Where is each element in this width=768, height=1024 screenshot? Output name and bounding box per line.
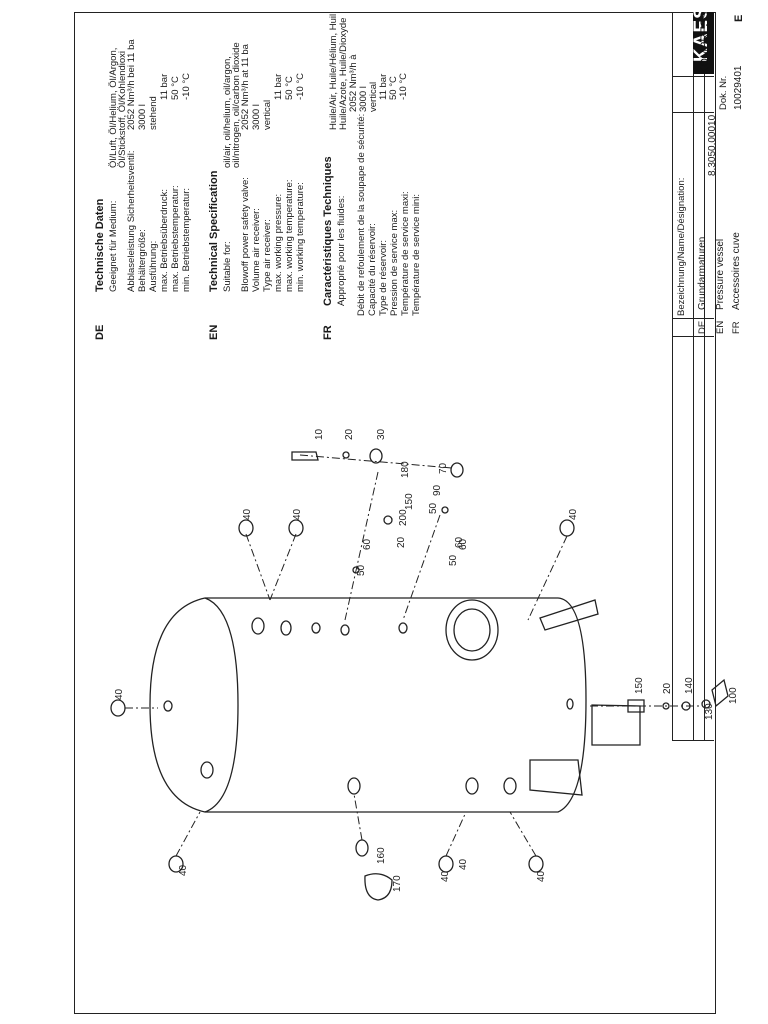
- callout-40-top: 40: [114, 688, 125, 700]
- callout-40-bottom-3: 40: [536, 870, 547, 882]
- fitting-top-1: [342, 451, 350, 459]
- port-f: [200, 761, 214, 779]
- callout-100: 100: [728, 687, 739, 704]
- leg-3: [529, 759, 583, 796]
- ball-valve: [364, 873, 393, 901]
- leg-2: [591, 704, 641, 746]
- callout-90: 90: [432, 484, 443, 496]
- plug-left-2: [288, 519, 304, 537]
- port-e: [398, 622, 408, 634]
- fitting-mid-1: [383, 515, 393, 525]
- leg-1: [539, 599, 599, 631]
- callout-40-left-1: 40: [242, 508, 253, 520]
- plug-bottom-3: [528, 855, 544, 873]
- title-block-col-2: [704, 12, 705, 740]
- callout-40-bottom-4: 40: [458, 858, 469, 870]
- callout-200: 200: [398, 509, 409, 526]
- callout-180: 180: [400, 461, 411, 478]
- callout-40-right: 40: [568, 508, 579, 520]
- fitting-mid-3: [441, 506, 449, 514]
- plug-bottom-2: [438, 855, 454, 873]
- nipple-160: [355, 839, 369, 857]
- callout-60-c: 60: [454, 536, 465, 548]
- port-d: [340, 624, 350, 636]
- callout-140: 140: [684, 677, 695, 694]
- port-b: [280, 620, 292, 636]
- callout-170: 170: [392, 875, 403, 892]
- brand-logo: [693, 12, 714, 74]
- drain-fitting-1: [662, 702, 670, 710]
- callout-40-left-2: 40: [292, 508, 303, 520]
- manhole-outer: [445, 599, 499, 661]
- title-block-divider-4: [672, 76, 714, 77]
- callout-10: 10: [314, 428, 325, 440]
- sheet-border: [74, 12, 716, 1014]
- port-j: [163, 700, 173, 712]
- callout-60-a: 60: [362, 538, 373, 550]
- drain-cap: [627, 699, 645, 713]
- title-block-divider-2: [672, 336, 714, 337]
- callout-40-bottom-1: 40: [178, 864, 189, 876]
- callout-130: 130: [704, 703, 715, 720]
- title-block-divider-3: [672, 112, 714, 113]
- callout-150-drain: 150: [634, 677, 645, 694]
- title-block-divider-1: [672, 318, 714, 319]
- callout-40-bottom-2: 40: [440, 870, 451, 882]
- callout-50-b: 50: [356, 564, 367, 576]
- fitting-top-3: [450, 462, 464, 478]
- callout-30: 30: [376, 428, 387, 440]
- title-block-col-1: [693, 12, 694, 740]
- callout-20-top: 20: [344, 428, 355, 440]
- manhole-inner: [453, 608, 491, 652]
- callout-20-mid: 20: [396, 536, 407, 548]
- callout-70: 70: [438, 462, 449, 474]
- plug-top: [110, 699, 126, 717]
- title-block-bottom: [672, 740, 714, 741]
- callout-50-a: 50: [428, 502, 439, 514]
- drain-valve: [711, 678, 729, 708]
- port-a: [251, 617, 265, 635]
- callout-160: 160: [376, 847, 387, 864]
- tank-head-seam: [204, 597, 239, 813]
- callout-20-drain: 20: [662, 682, 673, 694]
- valve-body: [291, 451, 319, 461]
- port-g: [347, 777, 361, 795]
- callout-150-mid: 150: [404, 493, 415, 510]
- title-block: [672, 12, 715, 740]
- tank-shell: [149, 597, 587, 813]
- fitting-mid-2: [352, 566, 360, 574]
- plug-right: [559, 519, 575, 537]
- callout-60-b: 60: [458, 538, 469, 550]
- port-c: [311, 622, 321, 634]
- callout-50-c: 50: [448, 554, 459, 566]
- port-k: [566, 698, 574, 710]
- drain-fitting-3: [701, 699, 711, 709]
- fitting-top-2: [369, 448, 383, 464]
- port-h: [465, 777, 479, 795]
- plug-left-1: [238, 519, 254, 537]
- port-i: [503, 777, 517, 795]
